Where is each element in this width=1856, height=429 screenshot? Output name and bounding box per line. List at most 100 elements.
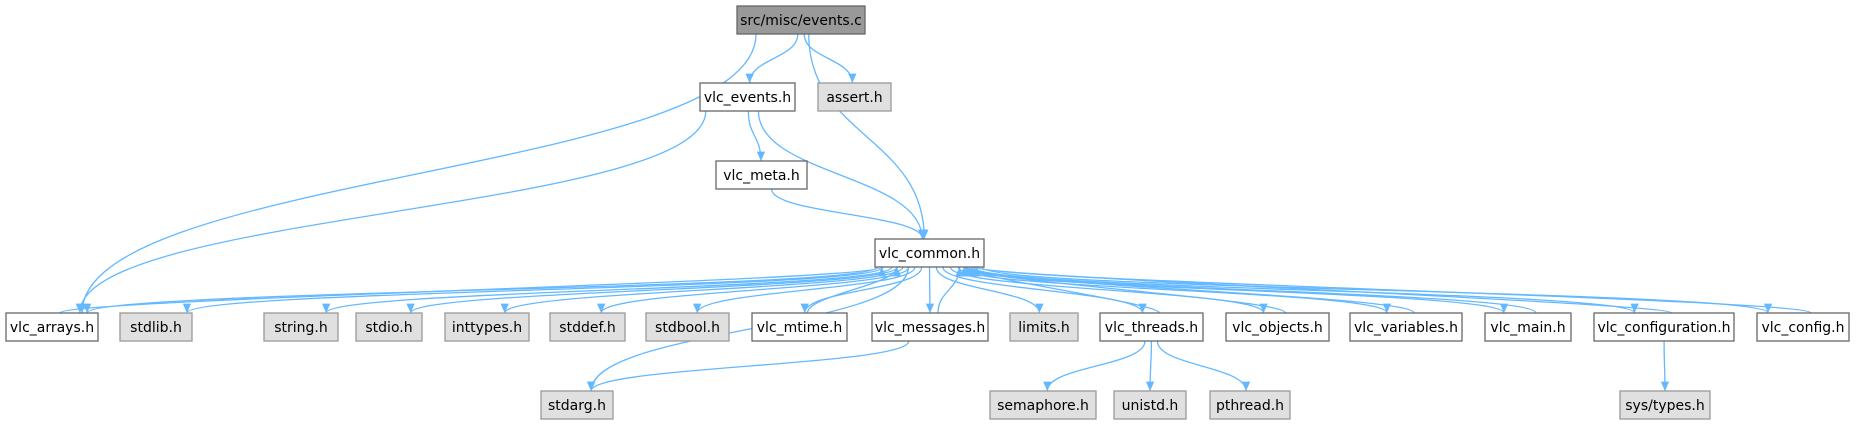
edge-events-c-to-vlc-common-h [808, 33, 929, 240]
node-assert-h: assert.h [817, 82, 892, 112]
node-box [540, 390, 614, 420]
node-label: sys/types.h [1625, 398, 1704, 414]
node-label: vlc_configuration.h [1597, 320, 1730, 336]
node-box [736, 5, 866, 35]
node-box [1209, 390, 1291, 420]
node-label: limits.h [1018, 320, 1069, 336]
node-string-h: string.h [263, 312, 339, 342]
node-vlc-common-h[interactable]: vlc_common.h [874, 238, 985, 268]
edge-vlc-threads-h-to-semaphore-h [1043, 340, 1146, 392]
edge-vlc-arrays-h-to-vlc-common-h [59, 266, 886, 314]
edge-events-c-to-vlc-arrays-h [77, 33, 757, 314]
node-vlc-configuration-h[interactable]: vlc_configuration.h [1593, 312, 1735, 342]
node-events-c[interactable]: src/misc/events.c [736, 5, 866, 35]
node-vlc-main-h[interactable]: vlc_main.h [1484, 312, 1572, 342]
edge-vlc-events-h-to-vlc-common-h [757, 110, 927, 240]
node-label: vlc_common.h [879, 246, 980, 262]
node-box [355, 312, 423, 342]
node-pthread-h: pthread.h [1209, 390, 1291, 420]
edge-vlc-common-h-to-vlc-threads-h [942, 266, 1147, 314]
node-box [1484, 312, 1572, 342]
node-label: vlc_threads.h [1105, 320, 1198, 336]
node-label: stdbool.h [655, 320, 720, 336]
node-vlc-objects-h[interactable]: vlc_objects.h [1225, 312, 1330, 342]
node-box [751, 312, 848, 342]
edge-vlc-threads-h-to-pthread-h [1156, 340, 1251, 392]
node-unistd-h: unistd.h [1113, 390, 1187, 420]
edge-vlc-common-h-to-stdlib-h [183, 266, 884, 314]
node-vlc-arrays-h[interactable]: vlc_arrays.h [5, 312, 99, 342]
edge-vlc-messages-h-to-vlc-common-h [937, 266, 964, 314]
node-label: vlc_messages.h [875, 320, 985, 336]
edge-vlc-common-h-to-stdarg-h [586, 266, 909, 392]
node-label: unistd.h [1122, 398, 1179, 414]
node-stdbool-h: stdbool.h [645, 312, 730, 342]
node-box [263, 312, 339, 342]
node-label: vlc_objects.h [1232, 320, 1323, 336]
node-label: vlc_variables.h [1354, 320, 1458, 336]
node-box [645, 312, 730, 342]
node-label: vlc_arrays.h [10, 320, 94, 336]
edge-vlc-common-h-to-stdio-h [406, 266, 898, 314]
node-vlc-meta-h[interactable]: vlc_meta.h [715, 160, 808, 190]
node-label: inttypes.h [452, 320, 522, 336]
node-label: vlc_config.h [1761, 320, 1844, 336]
node-box [549, 312, 626, 342]
node-box [1225, 312, 1330, 342]
node-label: vlc_events.h [704, 90, 791, 106]
edge-vlc-mtime-h-to-vlc-common-h [806, 266, 902, 314]
node-box [715, 160, 808, 190]
node-sys-types-h: sys/types.h [1619, 390, 1711, 420]
node-vlc-mtime-h[interactable]: vlc_mtime.h [751, 312, 848, 342]
node-box [1009, 312, 1079, 342]
node-box [1593, 312, 1735, 342]
edge-events-c-to-assert-h [803, 33, 857, 84]
node-box [989, 390, 1097, 420]
node-label: string.h [274, 320, 328, 336]
node-label: vlc_meta.h [723, 168, 800, 184]
node-label: stdio.h [365, 320, 412, 336]
node-box [1113, 390, 1187, 420]
edge-vlc-common-h-to-string-h [322, 266, 893, 314]
edge-vlc-events-h-to-vlc-arrays-h [75, 110, 707, 314]
node-label: assert.h [826, 90, 882, 106]
node-vlc-events-h[interactable]: vlc_events.h [699, 82, 796, 112]
node-box [444, 312, 530, 342]
node-stdio-h: stdio.h [355, 312, 423, 342]
edge-vlc-meta-h-to-vlc-common-h [770, 188, 927, 240]
node-vlc-threads-h[interactable]: vlc_threads.h [1099, 312, 1204, 342]
node-label: stddef.h [559, 320, 615, 336]
node-box [1349, 312, 1463, 342]
edge-vlc-common-h-to-vlc-mtime-h [800, 266, 923, 314]
node-box [1619, 390, 1711, 420]
edge-vlc-events-h-to-vlc-meta-h [747, 110, 766, 162]
node-stddef-h: stddef.h [549, 312, 626, 342]
node-box [1099, 312, 1204, 342]
edge-events-c-to-vlc-events-h [745, 33, 799, 84]
edge-vlc-messages-h-to-stdarg-h [587, 340, 910, 392]
edge-vlc-common-h-to-stdbool-h [693, 266, 916, 314]
node-label: stdlib.h [130, 320, 182, 336]
node-box [1756, 312, 1850, 342]
node-label: vlc_main.h [1490, 320, 1565, 336]
node-label: vlc_mtime.h [757, 320, 842, 336]
node-box [817, 82, 892, 112]
node-box [5, 312, 99, 342]
node-label: pthread.h [1216, 398, 1284, 414]
node-box [119, 312, 193, 342]
node-label: semaphore.h [997, 398, 1089, 414]
nodes-layer: src/misc/events.c vlc_events.h assert.h vlc… [5, 5, 1850, 420]
node-vlc-variables-h[interactable]: vlc_variables.h [1349, 312, 1463, 342]
edge-vlc-configuration-h-to-vlc-common-h [970, 266, 1673, 314]
node-vlc-config-h[interactable]: vlc_config.h [1756, 312, 1850, 342]
edge-vlc-configuration-h-to-sys-types-h [1660, 340, 1670, 392]
node-vlc-messages-h[interactable]: vlc_messages.h [871, 312, 989, 342]
edge-vlc-common-h-to-vlc-configuration-h [972, 266, 1639, 314]
edge-vlc-threads-h-to-unistd-h [1145, 340, 1155, 392]
node-inttypes-h: inttypes.h [444, 312, 530, 342]
edge-vlc-main-h-to-vlc-common-h [967, 266, 1537, 314]
node-stdlib-h: stdlib.h [119, 312, 193, 342]
node-label: stdarg.h [548, 398, 606, 414]
edge-vlc-common-h-to-limits-h [935, 266, 1044, 314]
